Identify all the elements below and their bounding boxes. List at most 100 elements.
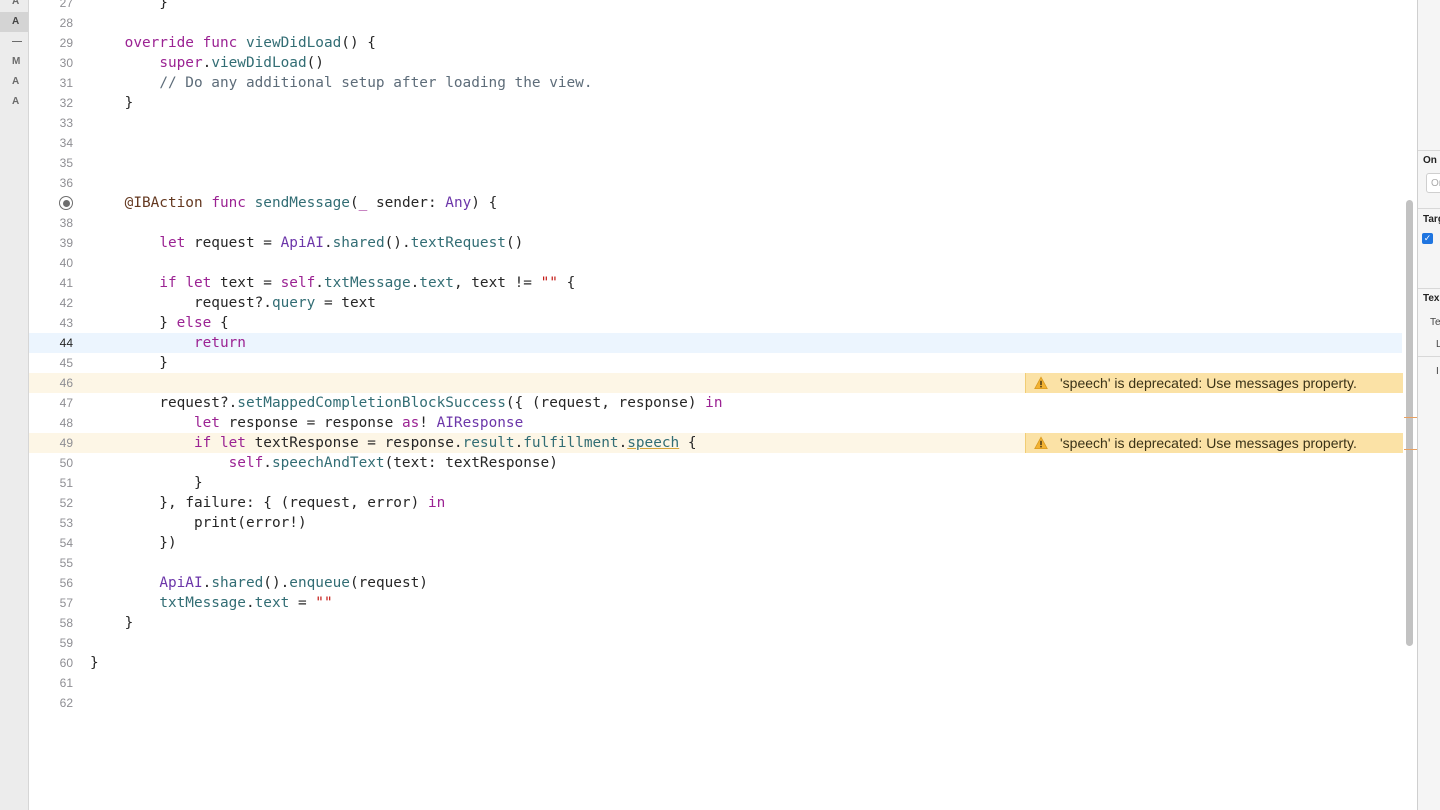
- code-line[interactable]: 39 let request = ApiAI.shared().textRequ…: [29, 233, 1402, 253]
- code-line[interactable]: 41 if let text = self.txtMessage.text, t…: [29, 273, 1402, 293]
- line-number[interactable]: 62: [59, 696, 73, 710]
- warning-message: 'speech' is deprecated: Use messages pro…: [1060, 435, 1357, 451]
- target-membership-checkbox[interactable]: ✓: [1422, 233, 1433, 244]
- line-number[interactable]: 56: [59, 576, 73, 590]
- line-number[interactable]: 46: [59, 376, 73, 390]
- inspector-divider: [1418, 356, 1440, 357]
- line-number[interactable]: 32: [59, 96, 73, 110]
- line-number[interactable]: 59: [59, 636, 73, 650]
- line-number[interactable]: 42: [59, 296, 73, 310]
- line-number[interactable]: 27: [59, 0, 73, 10]
- deprecation-warning-badge[interactable]: 'speech' is deprecated: Use messages pro…: [1025, 433, 1403, 453]
- warning-message: 'speech' is deprecated: Use messages pro…: [1060, 375, 1357, 391]
- code-line[interactable]: 52 }, failure: { (request, error) in: [29, 493, 1402, 513]
- code-line[interactable]: 35: [29, 153, 1402, 173]
- line-number[interactable]: 60: [59, 656, 73, 670]
- code-line[interactable]: 60}: [29, 653, 1402, 673]
- code-text: }: [90, 355, 168, 371]
- line-number[interactable]: 40: [59, 256, 73, 270]
- line-number[interactable]: 50: [59, 456, 73, 470]
- code-text: ApiAI.shared().enqueue(request): [159, 575, 428, 591]
- code-line[interactable]: 36: [29, 173, 1402, 193]
- line-number[interactable]: 57: [59, 596, 73, 610]
- code-line[interactable]: 62: [29, 693, 1402, 713]
- line-number[interactable]: 39: [59, 236, 73, 250]
- code-text: txtMessage.text = "": [159, 595, 333, 611]
- code-line[interactable]: 40: [29, 253, 1402, 273]
- scm-status-badge[interactable]: A: [0, 12, 28, 32]
- inspector-text-field[interactable]: Or: [1426, 173, 1440, 193]
- code-line[interactable]: 43 } else {: [29, 313, 1402, 333]
- code-line[interactable]: 45 }: [29, 353, 1402, 373]
- code-line[interactable]: 57 txtMessage.text = "": [29, 593, 1402, 613]
- code-line[interactable]: 27 }: [29, 0, 1402, 13]
- line-number[interactable]: 28: [59, 16, 73, 30]
- code-line[interactable]: 28: [29, 13, 1402, 33]
- code-text: override func viewDidLoad() {: [124, 35, 376, 51]
- code-line[interactable]: 58 }: [29, 613, 1402, 633]
- line-number[interactable]: 41: [59, 276, 73, 290]
- line-number[interactable]: 29: [59, 36, 73, 50]
- code-line[interactable]: 55: [29, 553, 1402, 573]
- inspector-label: Te: [1430, 317, 1440, 328]
- line-number[interactable]: 58: [59, 616, 73, 630]
- line-number[interactable]: 34: [59, 136, 73, 150]
- code-line[interactable]: 44 return: [29, 333, 1402, 353]
- code-line[interactable]: 61: [29, 673, 1402, 693]
- code-line[interactable]: 56 ApiAI.shared().enqueue(request): [29, 573, 1402, 593]
- line-number[interactable]: 44: [59, 336, 73, 350]
- code-line[interactable]: 42 request?.query = text: [29, 293, 1402, 313]
- code-line[interactable]: 50 self.speechAndText(text: textResponse…: [29, 453, 1402, 473]
- scm-status-badge: A: [12, 96, 20, 107]
- code-text: }: [90, 615, 134, 631]
- code-line[interactable]: 33: [29, 113, 1402, 133]
- code-line[interactable]: 30 super.viewDidLoad(): [29, 53, 1402, 73]
- code-line[interactable]: 38: [29, 213, 1402, 233]
- code-line[interactable]: 51 }: [29, 473, 1402, 493]
- line-number[interactable]: 45: [59, 356, 73, 370]
- line-number[interactable]: 55: [59, 556, 73, 570]
- inspector-section-on: On: [1423, 155, 1437, 166]
- code-text: let request = ApiAI.shared().textRequest…: [159, 235, 524, 251]
- line-number[interactable]: 36: [59, 176, 73, 190]
- line-number[interactable]: 52: [59, 496, 73, 510]
- scm-status-badge: A: [12, 76, 20, 87]
- code-line[interactable]: 54 }): [29, 533, 1402, 553]
- code-line[interactable]: 29 override func viewDidLoad() {: [29, 33, 1402, 53]
- code-line[interactable]: 32 }: [29, 93, 1402, 113]
- editor-scrollbar-thumb[interactable]: [1406, 200, 1413, 646]
- line-number[interactable]: 48: [59, 416, 73, 430]
- line-number[interactable]: 61: [59, 676, 73, 690]
- line-number[interactable]: 43: [59, 316, 73, 330]
- line-number[interactable]: 47: [59, 396, 73, 410]
- code-text: request?.query = text: [193, 295, 376, 311]
- line-number[interactable]: 53: [59, 516, 73, 530]
- code-text: print(error!): [193, 515, 307, 531]
- code-line[interactable]: 31 // Do any additional setup after load…: [29, 73, 1402, 93]
- code-line[interactable]: 59: [29, 633, 1402, 653]
- code-line[interactable]: 48 let response = response as! AIRespons…: [29, 413, 1402, 433]
- code-line[interactable]: 47 request?.setMappedCompletionBlockSucc…: [29, 393, 1402, 413]
- code-text: super.viewDidLoad(): [159, 55, 324, 71]
- line-number[interactable]: 30: [59, 56, 73, 70]
- ibaction-connection-icon[interactable]: [59, 196, 73, 210]
- line-number[interactable]: 54: [59, 536, 73, 550]
- line-number[interactable]: 49: [59, 436, 73, 450]
- line-number[interactable]: 31: [59, 76, 73, 90]
- code-text: }, failure: { (request, error) in: [90, 495, 446, 511]
- code-text: self.speechAndText(text: textResponse): [228, 455, 558, 471]
- line-number[interactable]: 33: [59, 116, 73, 130]
- line-number[interactable]: 38: [59, 216, 73, 230]
- scm-status-badge: —: [12, 36, 22, 47]
- code-line[interactable]: 34: [29, 133, 1402, 153]
- scm-status-badge: A: [12, 0, 20, 7]
- warning-icon: [1034, 376, 1048, 389]
- code-text: } else {: [90, 315, 229, 331]
- deprecation-warning-badge[interactable]: 'speech' is deprecated: Use messages pro…: [1025, 373, 1403, 393]
- line-number[interactable]: 35: [59, 156, 73, 170]
- code-line[interactable]: 53 print(error!): [29, 513, 1402, 533]
- code-line[interactable]: @IBAction func sendMessage(_ sender: Any…: [29, 193, 1402, 213]
- code-text: }: [90, 655, 99, 671]
- line-number[interactable]: 51: [59, 476, 73, 490]
